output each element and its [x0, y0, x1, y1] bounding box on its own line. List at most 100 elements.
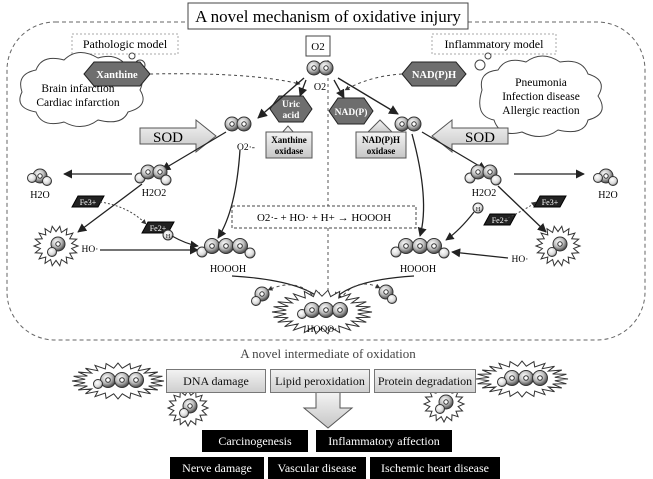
reaction-equation: O2·- + HO· + H+ → HOOOH [257, 212, 391, 224]
o2-to-left-superoxide [257, 77, 305, 119]
h2o-left-molecule [27, 168, 52, 186]
xanthine-oxidase-line-1: Xanthine [271, 135, 307, 145]
fe3-right-label: Fe3+ [542, 198, 559, 207]
bottom-oh-right [422, 384, 466, 424]
fe2-left-label: Fe2+ [150, 224, 167, 233]
fe-cycle-left-dashed [99, 201, 147, 225]
xanthine-hexagon [83, 61, 151, 87]
cloud-right-line-1: Pneumonia [515, 77, 567, 89]
pathologic-model-label: Pathologic model [83, 37, 168, 51]
damage-dna: DNA damage [166, 369, 266, 393]
hoooh-left-molecule [196, 238, 256, 259]
outcome-vascular-disease: Vascular disease [268, 457, 366, 479]
h-atom-right-label: H [476, 207, 481, 213]
hoooh-left-label: HOOOH [210, 264, 246, 275]
bottom-oh-left [166, 388, 210, 428]
xanthine-oxidase-box [265, 131, 313, 159]
nadp-hexagon [328, 97, 374, 125]
h2o-left-label: H2O [30, 190, 49, 201]
hydroxyl-radical-left [32, 225, 80, 267]
h-to-hoooh-left [171, 235, 199, 249]
h-release-right-dashed [339, 283, 381, 301]
hydroxyl-to-hoooh-right [451, 248, 509, 259]
inflammatory-model-label: Inflammatory model [445, 37, 545, 51]
h-atom-left [162, 229, 174, 241]
h2o2-right-molecule [464, 164, 502, 186]
h2o-right-molecule [593, 168, 618, 186]
cloud-left-line-2: Cardiac infarction [36, 97, 120, 109]
uric-acid-line-2: acid [283, 111, 301, 121]
o2-to-uric-arrow [298, 79, 308, 97]
outcome-down-arrow [302, 391, 354, 429]
outcome-nerve-damage: Nerve damage [170, 457, 264, 479]
superoxide-to-h2o2-right-arrow [421, 131, 487, 171]
superoxide-left-label: O2·- [237, 143, 255, 153]
h2o2-left-label: H2O2 [142, 188, 166, 199]
hoooh-right-molecule [390, 238, 450, 259]
h2o2-to-fenton-right [497, 185, 547, 233]
o2-box [305, 35, 331, 57]
o2-molecule-top [306, 60, 334, 76]
fe3-left-label: Fe3+ [80, 198, 97, 207]
o2-to-nadp-arrow [333, 79, 345, 99]
o2-box-label: O2 [311, 41, 324, 53]
intermediate-caption: A novel intermediate of oxidation [240, 346, 416, 361]
h-to-hoooh-right [445, 211, 475, 241]
bottom-hooo-right [475, 360, 569, 398]
hydroxyl-left-label: HO· [82, 245, 99, 255]
o2-label: O2 [314, 82, 326, 93]
h-released-right [378, 284, 397, 304]
hooo-label: HOOO· [307, 325, 338, 335]
h2o2-right-label: H2O2 [472, 188, 496, 199]
xanthine-label: Xanthine [96, 70, 138, 81]
fe2-right-badge [483, 213, 517, 226]
o2-to-right-superoxide [337, 77, 399, 115]
outcome-inflammatory-affection: Inflammatory affection [316, 430, 452, 452]
superoxide-to-hoooh-right [411, 133, 427, 237]
fe3-left-badge [71, 195, 105, 208]
h2o2-to-fenton-left [77, 183, 143, 233]
fe-cycle-right-dashed [507, 201, 537, 219]
superoxide-to-hoooh-left [217, 149, 241, 239]
page-title: A novel mechanism of oxidative injury [195, 7, 461, 26]
damage-lipid: Lipid peroxidation [270, 369, 370, 393]
main-panel [6, 21, 646, 341]
inflammatory-model-box [431, 33, 557, 55]
pathologic-model-box [71, 33, 179, 55]
h-released-left [251, 286, 270, 306]
h-atom-right [472, 202, 484, 214]
hoooh-right-label: HOOOH [400, 264, 436, 275]
h-release-left-dashed [267, 284, 317, 301]
nadp-label: NAD(P) [335, 107, 368, 118]
h2o2-left-molecule [134, 164, 172, 186]
sod-right-label: SOD [465, 130, 495, 146]
superoxide-right-molecule [394, 116, 422, 132]
sod-left-label: SOD [153, 130, 183, 146]
superoxide-to-h2o2-left-arrow [161, 131, 227, 171]
xanthine-oxidase-line-2: oxidase [275, 146, 304, 156]
reaction-box [231, 205, 417, 229]
h2o-right-label: H2O [598, 190, 617, 201]
outcome-carcinogenesis: Carcinogenesis [202, 430, 308, 452]
fe2-right-label: Fe2+ [492, 216, 509, 225]
nadph-oxidase-box [355, 131, 407, 159]
uric-acid-line-1: Uric [282, 100, 300, 110]
h-atom-left-label: H [166, 234, 171, 240]
cloud-right-line-3: Allergic reaction [502, 105, 580, 117]
hooo-radical-molecule [271, 289, 373, 335]
cloud-right-line-2: Infection disease [502, 91, 580, 103]
hydroxyl-radical-right [534, 225, 582, 267]
nadph-label: NAD(P)H [412, 70, 456, 81]
right-disease-cloud [474, 52, 603, 137]
nadph-to-o2-dashed [344, 73, 403, 91]
superoxide-left-molecule [224, 116, 252, 132]
nadph-oxidase-line-2: oxidase [367, 146, 396, 156]
hydroxyl-right-label: HO· [512, 255, 529, 265]
damage-protein: Protein degradation [374, 369, 476, 393]
nadph-oxidase-line-1: NAD(P)H [362, 135, 400, 145]
title-box [187, 2, 469, 30]
outcome-ischemic-heart-disease: Ischemic heart disease [370, 457, 500, 479]
xanthine-to-o2-dashed [149, 73, 301, 86]
bottom-hooo-left [71, 362, 165, 400]
